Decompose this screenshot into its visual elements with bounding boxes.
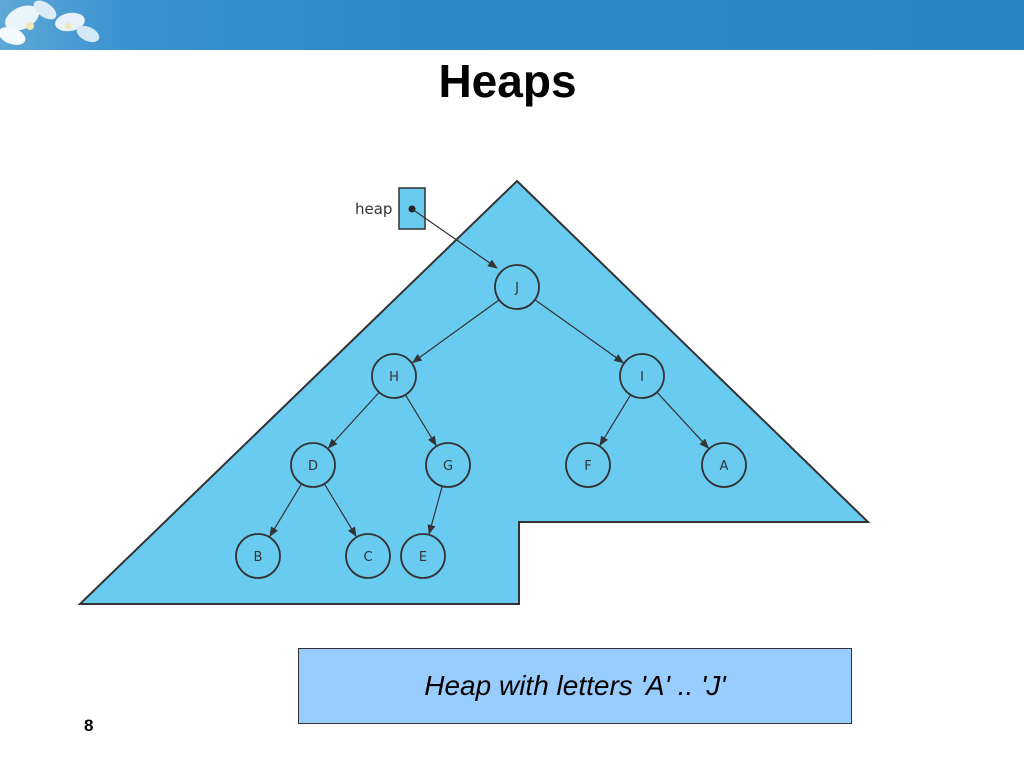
node-circle: [345, 533, 391, 579]
edge-H-D: [327, 391, 380, 449]
page-number: 8: [84, 716, 94, 735]
tree-node-J: J: [494, 264, 540, 310]
node-label: B: [254, 550, 263, 565]
node-label: E: [419, 550, 427, 565]
node-label: I: [640, 370, 644, 385]
edge-J-H: [411, 299, 500, 364]
tree-node-E: E: [400, 533, 446, 579]
node-label: C: [363, 550, 372, 565]
node-label: H: [389, 370, 399, 385]
edge-G-E: [427, 486, 443, 535]
tree-node-H: H: [371, 353, 417, 399]
node-circle: [565, 442, 611, 488]
tree-node-G: G: [425, 442, 471, 488]
node-circle: [701, 442, 747, 488]
node-label: J: [514, 281, 519, 296]
caption-box: Heap with letters 'A' .. 'J': [298, 648, 852, 724]
node-circle: [371, 353, 417, 399]
tree-node-F: F: [565, 442, 611, 488]
node-circle: [290, 442, 336, 488]
top-banner: [0, 0, 1024, 50]
slide-title: Heaps: [438, 55, 577, 107]
edge-J-I: [534, 299, 625, 364]
node-label: A: [720, 459, 729, 474]
node-label: G: [443, 459, 453, 474]
node-label: D: [308, 459, 318, 474]
tree-node-B: B: [235, 533, 281, 579]
node-circle: [425, 442, 471, 488]
edge-H-G: [404, 394, 437, 447]
flower-decoration-icon: [0, 0, 100, 45]
tree-node-A: A: [701, 442, 747, 488]
node-circle: [619, 353, 665, 399]
heap-pointer-label: heap: [355, 200, 392, 218]
edge-D-C: [323, 483, 357, 538]
edge-D-B: [269, 483, 303, 538]
caption-text: Heap with letters 'A' .. 'J': [424, 670, 726, 701]
node-circle: [494, 264, 540, 310]
node-circle: [235, 533, 281, 579]
heap-pointer-arrow: [411, 208, 498, 269]
tree-node-I: I: [619, 353, 665, 399]
heap-pointer-box: [398, 187, 426, 230]
edge-I-F: [599, 394, 632, 447]
heap-shape: [77, 179, 871, 605]
tree-node-C: C: [345, 533, 391, 579]
tree-node-D: D: [290, 442, 336, 488]
node-label: F: [584, 459, 591, 474]
edge-I-A: [656, 391, 710, 449]
node-circle: [400, 533, 446, 579]
